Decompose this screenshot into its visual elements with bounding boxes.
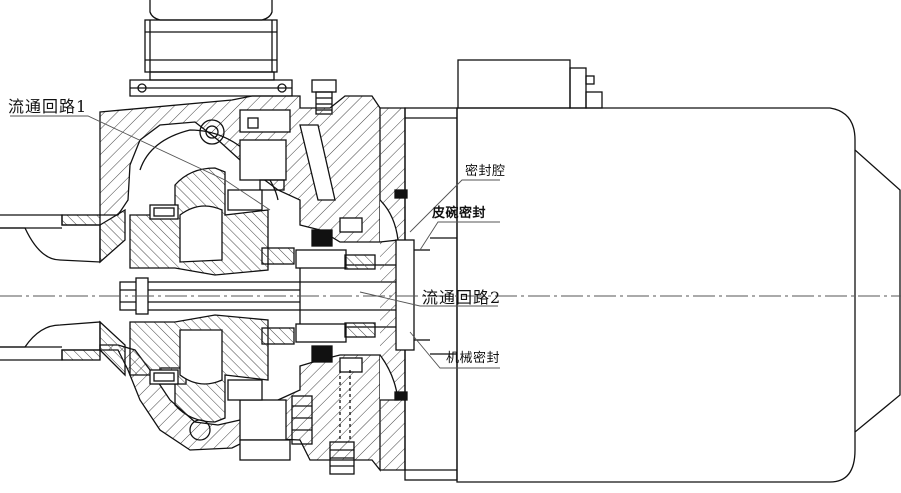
leader-mechanical-seal bbox=[409, 331, 500, 369]
leader-lip-seal bbox=[419, 221, 500, 251]
leader-flow-path-1 bbox=[10, 115, 271, 211]
mechanical-seal-assembly bbox=[261, 217, 376, 373]
leader-flow-path-2 bbox=[359, 291, 498, 307]
motor-body bbox=[430, 59, 901, 483]
top-actuator-housing bbox=[129, 0, 293, 97]
inlet-pipe bbox=[0, 208, 126, 377]
leader-seal-chamber bbox=[409, 179, 500, 233]
label-seal-chamber: 密封腔 bbox=[465, 164, 506, 179]
impeller bbox=[129, 167, 269, 423]
label-mechanical-seal: 机械密封 bbox=[446, 351, 501, 366]
lower-bolts bbox=[291, 370, 355, 475]
volute-casing-upper bbox=[99, 95, 381, 243]
leader-lines bbox=[10, 115, 500, 369]
label-flow-path-2: 流通回路2 bbox=[422, 288, 502, 307]
label-flow-path-1: 流通回路1 bbox=[8, 97, 88, 116]
label-lip-seal: 皮碗密封 bbox=[432, 206, 487, 221]
